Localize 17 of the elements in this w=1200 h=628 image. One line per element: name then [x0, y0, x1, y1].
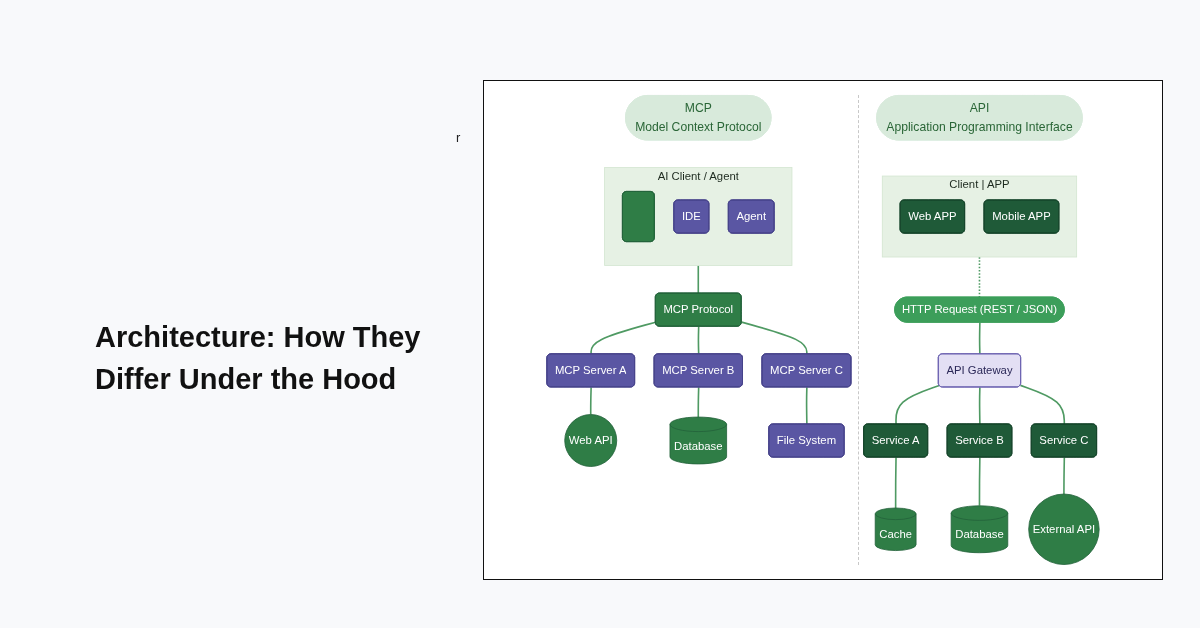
connector — [1063, 456, 1066, 495]
connector — [978, 321, 981, 355]
connector — [697, 386, 700, 418]
connector — [740, 321, 808, 355]
cluster — [881, 175, 1078, 258]
cluster — [604, 167, 793, 266]
diagram-frame: Client | APP Web APP Mobile APP AI Client / Agent IDE Agent MCP Model Context Protocol MCP Protocol MCP Server A MCP Server B MCP Server C Web API Database File System API Application Programming Interface HTTP Request (REST / JSON) API Gateway Service A Service B Service C Cache Database External API — [483, 80, 1163, 580]
connector — [894, 456, 897, 509]
connector — [978, 456, 981, 507]
node-circle — [1028, 493, 1100, 565]
connector — [590, 321, 657, 355]
connector — [697, 325, 700, 355]
connector — [589, 386, 592, 416]
diagram-title: Architecture: How They Differ Under the Hood — [95, 320, 422, 397]
text-label: r — [456, 130, 461, 145]
node-circle — [564, 414, 618, 467]
connector — [697, 264, 700, 294]
